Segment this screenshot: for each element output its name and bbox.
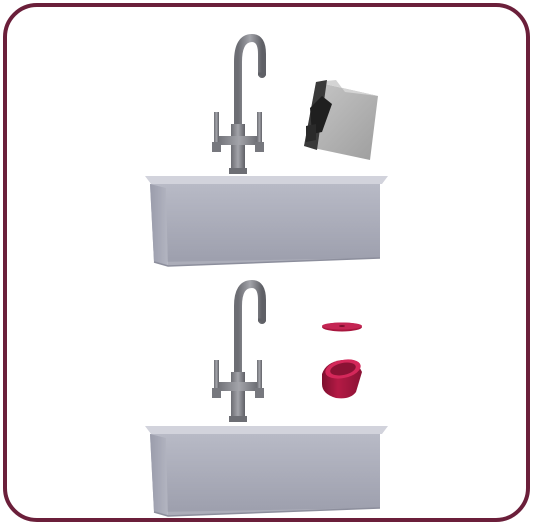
- mixer-tap-icon: [212, 284, 266, 422]
- waste-basket-ring-icon: [322, 356, 362, 398]
- waste-plug-disc-icon: [322, 323, 362, 332]
- sink-icon: [145, 426, 388, 516]
- soap-dispenser-box-icon: [304, 80, 378, 160]
- top-panel: [145, 38, 388, 266]
- bottom-panel: [145, 284, 388, 516]
- mixer-tap-icon: [212, 38, 266, 174]
- sink-icon: [145, 176, 388, 266]
